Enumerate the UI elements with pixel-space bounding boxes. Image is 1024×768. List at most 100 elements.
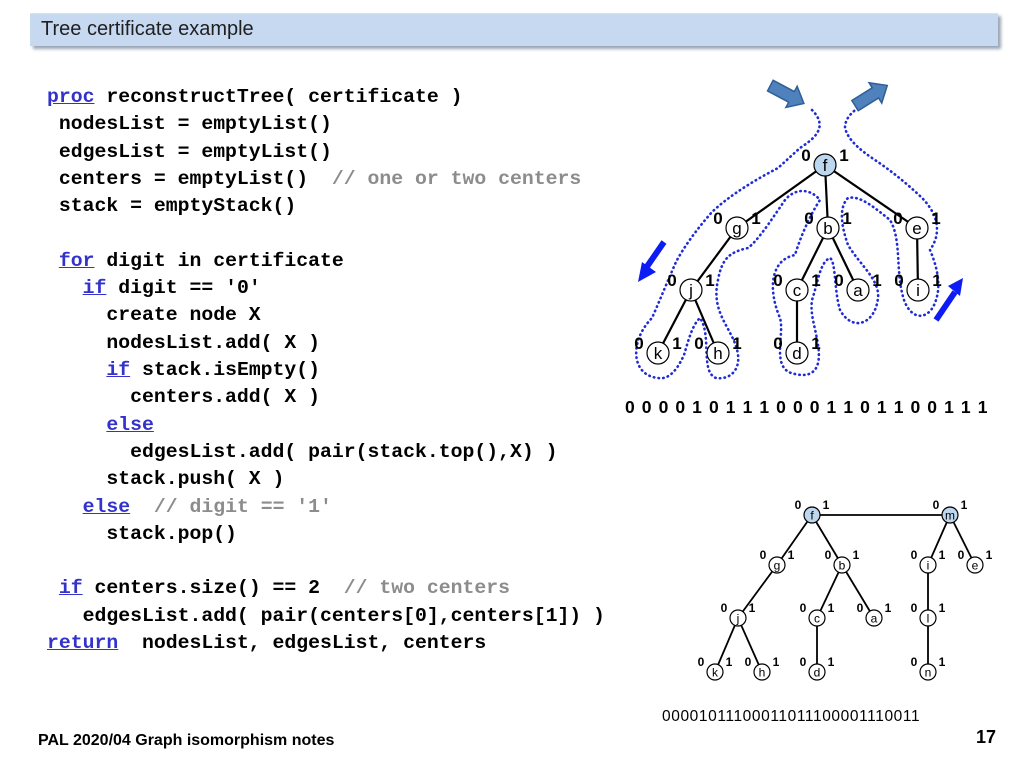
code-line: edgesList = emptyList()	[47, 142, 332, 163]
code-line: for digit in certificate	[47, 249, 344, 272]
node-label: a	[871, 611, 878, 625]
bit-open: 0	[933, 498, 940, 512]
bit-open: 0	[698, 655, 705, 669]
bit-close: 1	[672, 334, 681, 353]
bit-close: 1	[811, 334, 820, 353]
node-label: d	[814, 665, 821, 679]
tree-edge-f-g	[776, 514, 813, 566]
code-text: nodesList = emptyList()	[47, 113, 332, 136]
bit-close: 1	[961, 498, 968, 512]
bit-open: 0	[745, 655, 752, 669]
tree-edge-b-c	[816, 564, 843, 619]
tree-node-e	[905, 216, 929, 240]
node-label: e	[972, 558, 979, 572]
tree-edge-j-h	[737, 617, 763, 673]
code-comment: // digit == '1'	[153, 495, 332, 518]
tour-end-arrow	[850, 81, 889, 112]
tree-edge-b-a	[841, 564, 875, 619]
code-text: digit == '0'	[106, 277, 261, 300]
code-text: centers.size() == 2	[82, 577, 344, 600]
bit-open: 0	[825, 548, 832, 562]
certificate-1: 0 0 0 0 1 0 1 1 1 0 0 0 1 1 0 1 1 0 0 1 …	[625, 397, 989, 417]
node-label: f	[810, 508, 814, 522]
code-line: stack.pop()	[47, 522, 237, 545]
footer-text: PAL 2020/04 Graph isomorphism notes	[38, 732, 335, 749]
bit-open: 0	[795, 498, 802, 512]
tree-node-j	[679, 278, 703, 302]
bit-open: 0	[773, 271, 782, 290]
tree-node-d	[808, 663, 826, 681]
code-line: nodesList.add( X )	[47, 331, 321, 354]
tree-node-n	[919, 663, 937, 681]
bit-close: 1	[839, 146, 848, 165]
node-label: a	[853, 281, 863, 300]
bit-close: 1	[986, 548, 993, 562]
code-line: centers.add( X )	[47, 386, 321, 409]
bit-open: 0	[694, 334, 703, 353]
tour-start-arrow	[766, 79, 805, 109]
code-text: nodesList.add( X )	[47, 331, 321, 354]
code-text: create node X	[47, 304, 261, 327]
code-comment: // one or two centers	[331, 167, 582, 190]
node-label: h	[759, 665, 766, 679]
tree-edge-f-g	[736, 164, 826, 229]
tree-edge-f-e	[824, 164, 918, 229]
bit-open: 0	[911, 548, 918, 562]
tree-node-a	[865, 609, 883, 627]
code-line: return nodesList, edgesList, centers	[47, 632, 487, 654]
node-label: h	[713, 344, 722, 363]
bit-open: 0	[667, 271, 676, 290]
euler-tour-path	[634, 103, 940, 380]
code-comment: // two centers	[343, 577, 510, 600]
code-keyword: else	[82, 495, 131, 518]
node-label: i	[927, 558, 930, 572]
code-line: create node X	[47, 304, 261, 327]
code-keyword: proc	[47, 86, 95, 108]
code-keyword: if	[82, 277, 107, 300]
code-text: digit in certificate	[94, 249, 344, 272]
code-line: if stack.isEmpty()	[47, 359, 320, 381]
tree-node-a	[846, 278, 870, 302]
code-keyword: if	[106, 359, 131, 381]
tree-edge-j-k	[657, 289, 692, 354]
node-label: e	[912, 219, 921, 238]
bit-close: 1	[705, 271, 714, 290]
bit-close: 1	[932, 271, 941, 290]
code-line: else // digit == '1'	[47, 495, 332, 518]
bit-close: 1	[732, 334, 741, 353]
bit-open: 0	[801, 146, 810, 165]
slide-title: Tree certificate example	[41, 18, 254, 40]
code-text: stack.pop()	[47, 522, 237, 545]
tree-node-f	[813, 153, 837, 177]
bit-open: 0	[958, 548, 965, 562]
bit-close: 1	[788, 548, 795, 562]
code-line: stack.push( X )	[47, 469, 284, 490]
tree-edge-m-i	[927, 514, 951, 566]
code-text: nodesList, edgesList, centers	[118, 632, 487, 654]
code-text: centers.add( X )	[47, 386, 321, 409]
node-label: j	[688, 281, 693, 300]
code-line: else	[47, 413, 154, 436]
code-text: edgesList.add( pair(centers[0],centers[1…	[47, 604, 605, 627]
code-keyword: else	[106, 413, 154, 436]
bit-close: 1	[842, 209, 851, 228]
node-label: k	[654, 344, 663, 363]
tree-node-l	[919, 609, 937, 627]
tree-edge-g-j	[690, 227, 738, 291]
code-text: centers = emptyList()	[47, 167, 332, 190]
bit-close: 1	[773, 655, 780, 669]
bit-close: 1	[885, 601, 892, 615]
bit-close: 1	[939, 655, 946, 669]
bit-open: 0	[713, 209, 722, 228]
tour-up-arrow	[933, 278, 963, 322]
node-label: d	[792, 344, 801, 363]
bit-open: 0	[800, 601, 807, 615]
bit-open: 0	[760, 548, 767, 562]
bit-open: 0	[800, 655, 807, 669]
tree-node-i	[906, 278, 930, 302]
tree-node-i	[919, 556, 937, 574]
tree-node-g	[768, 556, 786, 574]
code-line: centers = emptyList() // one or two cent…	[47, 167, 582, 190]
